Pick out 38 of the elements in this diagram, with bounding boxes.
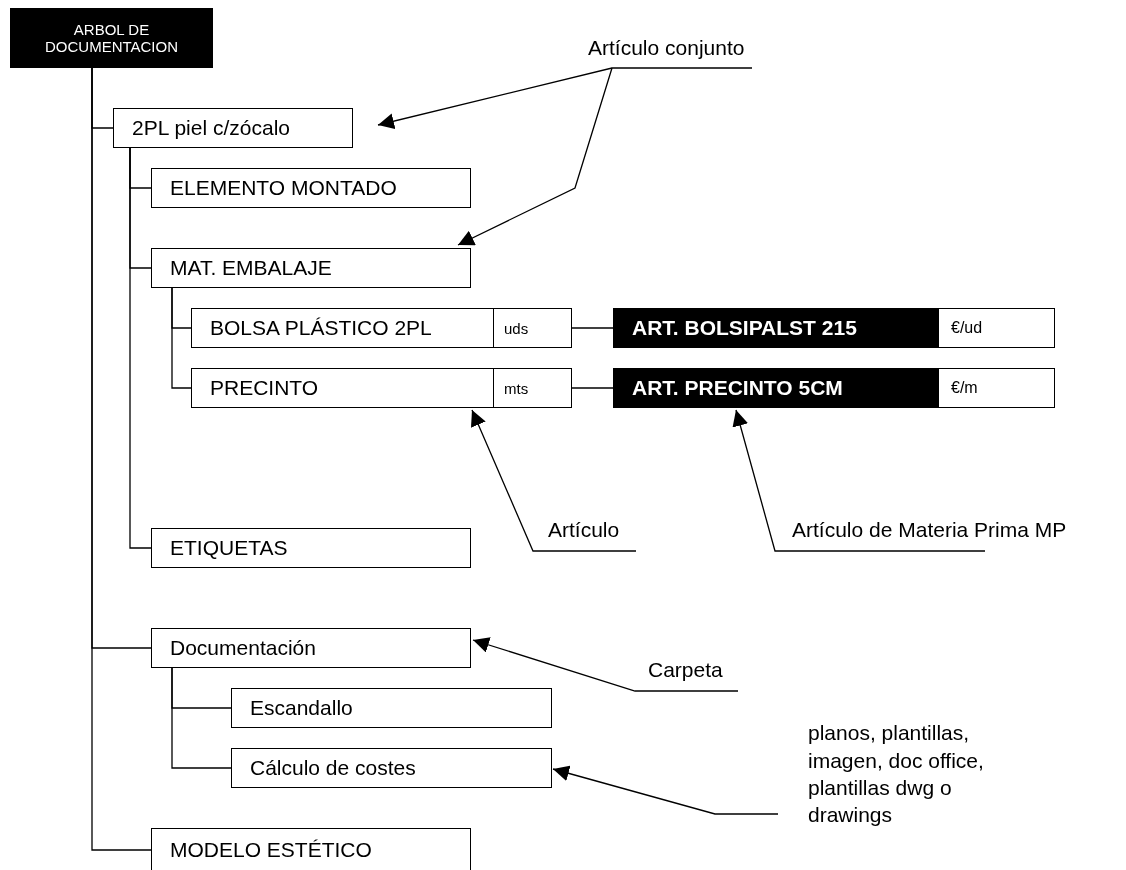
item-name: ART. BOLSIPALST 215 (614, 309, 939, 347)
unit-label: €/ud (950, 319, 983, 337)
tree-connector (571, 327, 614, 329)
tree-box (191, 308, 572, 348)
tree-box: Escandallo (231, 688, 552, 728)
tree-box (191, 368, 572, 408)
callout-text: Artículo conjunto (588, 30, 788, 66)
unit-label: uds (493, 309, 571, 347)
unit-label: mts (493, 369, 571, 407)
tree-connector (91, 67, 152, 851)
tree-box: MODELO ESTÉTICO (151, 828, 471, 870)
tree-box: 2PL piel c/zócalo (113, 108, 353, 148)
leader-arrow (472, 637, 739, 692)
callout-text: Artículo de Materia Prima MP (792, 512, 1122, 548)
title-box: ARBOL DE DOCUMENTACION (10, 8, 213, 68)
leader-arrow (732, 409, 986, 552)
tree-box: ETIQUETAS (151, 528, 471, 568)
item-name: ART. PRECINTO 5CM (614, 369, 939, 407)
tree-connector (171, 287, 192, 389)
tree-connector (171, 667, 232, 769)
item-name: PRECINTO (209, 376, 320, 400)
tree-box: Cálculo de costes (231, 748, 552, 788)
callout-text: Artículo (548, 512, 638, 548)
leader-arrow (377, 67, 753, 129)
leader-arrow (552, 765, 779, 815)
callout-text: Carpeta (648, 652, 740, 688)
leader-arrow (457, 67, 613, 246)
material-box (613, 308, 1055, 348)
tree-connector (571, 387, 614, 389)
leader-arrow (471, 409, 637, 552)
tree-box: MAT. EMBALAJE (151, 248, 471, 288)
tree-connector (129, 147, 152, 549)
tree-box: Documentación (151, 628, 471, 668)
tree-box: ELEMENTO MONTADO (151, 168, 471, 208)
item-name: BOLSA PLÁSTICO 2PL (209, 316, 433, 340)
material-box (613, 368, 1055, 408)
unit-label: €/m (950, 379, 978, 397)
callout-text: planos, plantillas, imagen, doc office, plantillas dwg o drawings (808, 712, 1040, 836)
